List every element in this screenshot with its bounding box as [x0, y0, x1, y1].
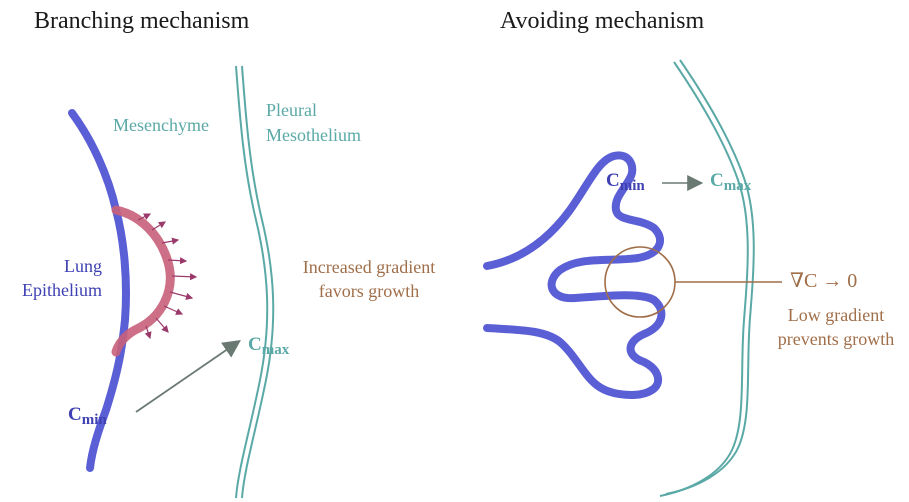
zero-gradient-label: ∇C → 0: [790, 270, 857, 293]
low-gradient-label: Low gradient: [768, 305, 904, 326]
epithelium-label-line2: Epithelium: [22, 280, 102, 301]
mesothelium-label-line2: Mesothelium: [266, 125, 361, 146]
favors-growth-label: favors growth: [286, 281, 452, 302]
right-cmin-label: Cmin: [606, 170, 645, 195]
prevents-growth-label: prevents growth: [768, 329, 904, 350]
left-cmin-to-cmax-arrow: [136, 342, 238, 412]
left-cmax-label: Cmax: [248, 334, 289, 359]
increased-gradient-label: Increased gradient: [286, 257, 452, 278]
pleural-label-line1: Pleural: [266, 100, 317, 121]
mesenchyme-label: Mesenchyme: [113, 115, 209, 136]
lung-label-line1: Lung: [48, 256, 118, 277]
right-cmax-label: Cmax: [710, 170, 751, 195]
left-cmin-label: Cmin: [68, 404, 107, 429]
